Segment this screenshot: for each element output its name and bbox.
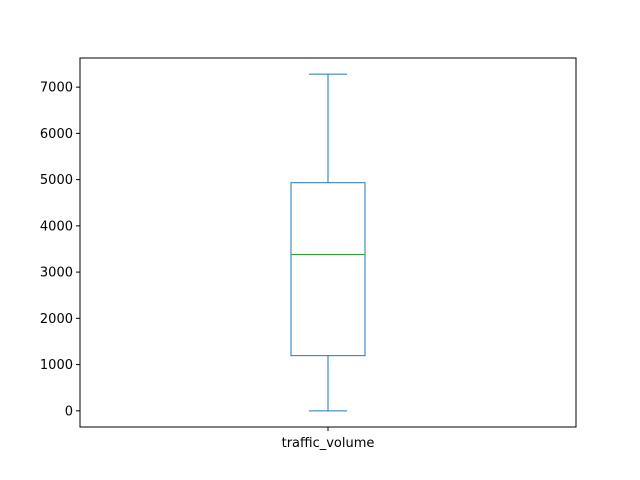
x-tick-label: traffic_volume bbox=[282, 436, 375, 451]
y-tick-label: 0 bbox=[65, 404, 73, 419]
x-axis: traffic_volume bbox=[282, 427, 375, 451]
interquartile-box bbox=[290, 182, 366, 357]
y-tick-label: 5000 bbox=[40, 173, 73, 188]
y-tick-label: 2000 bbox=[40, 312, 73, 327]
y-axis: 0 1000 2000 3000 4000 5000 6000 7000 bbox=[40, 81, 80, 419]
box-series bbox=[290, 73, 366, 412]
y-tick-label: 3000 bbox=[40, 266, 73, 281]
y-tick-label: 7000 bbox=[40, 81, 73, 96]
y-tick-label: 4000 bbox=[40, 219, 73, 234]
y-tick-label: 6000 bbox=[40, 127, 73, 142]
y-tick-label: 1000 bbox=[40, 358, 73, 373]
